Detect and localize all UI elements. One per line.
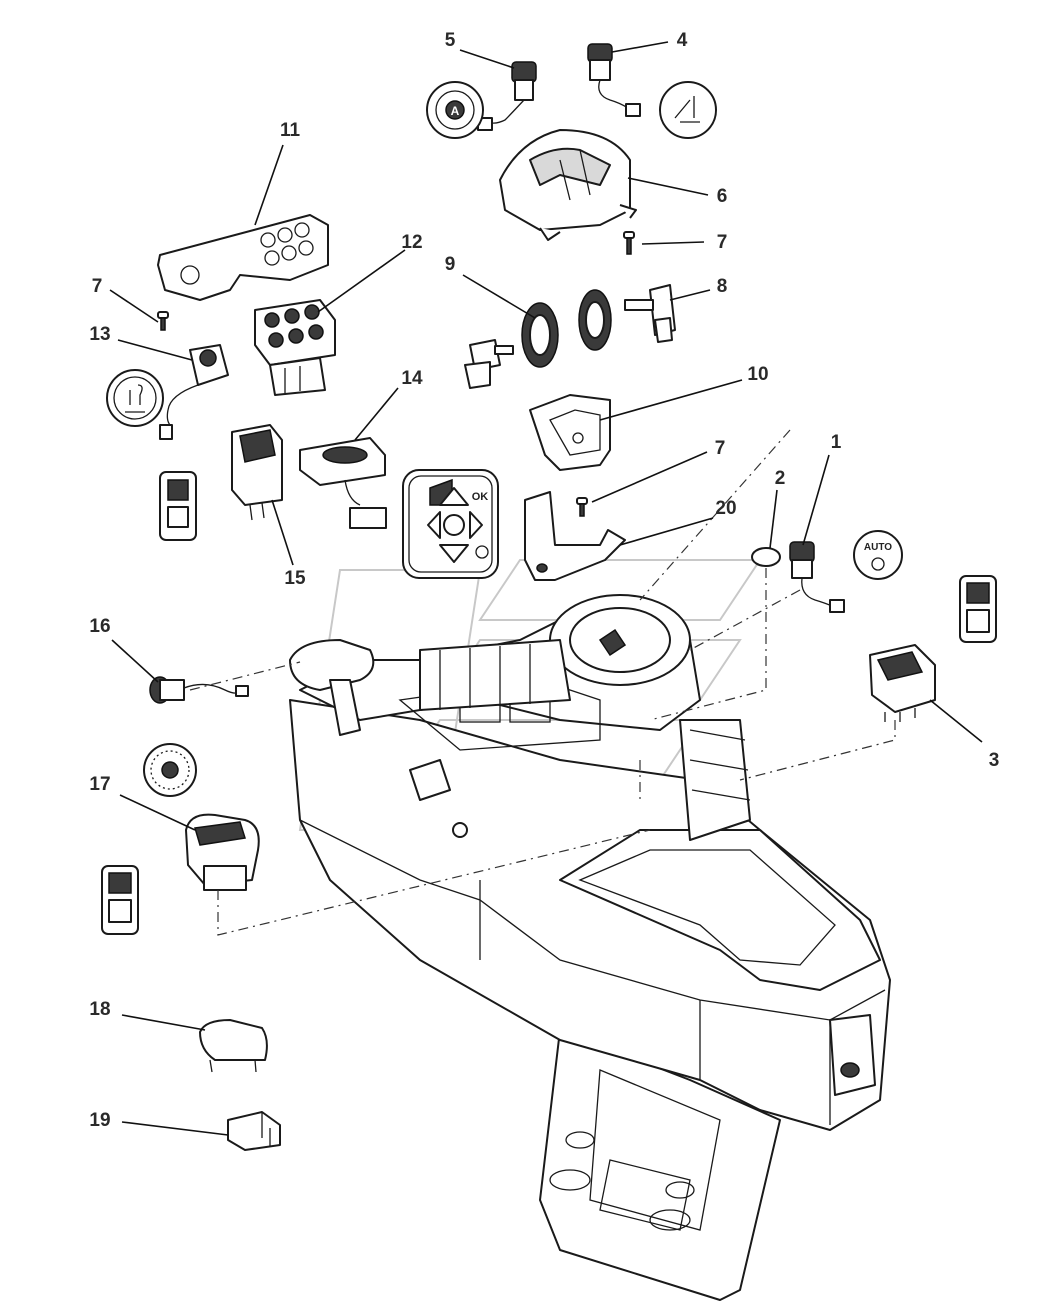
icon-wiper-disc [659,81,717,139]
callout-2: 2 [775,468,786,489]
callout-7-b: 7 [92,276,103,297]
callout-1: 1 [831,432,842,453]
part-4-knob [587,43,717,139]
part-10-housing [529,394,611,471]
part-8-potentiometer [624,284,676,343]
callout-8: 8 [717,276,728,297]
callout-20: 20 [715,498,736,519]
part-9-knobs [464,289,612,389]
part-5-knob: A [426,61,537,139]
callout-14: 14 [401,368,423,389]
part-18-switch-cap [199,1019,268,1073]
callout-13: 13 [89,324,110,345]
keypad-ok-label: OK [472,491,489,503]
icon-auto-label: AUTO [864,542,892,553]
part-16-rotary-switch [143,676,249,797]
callout-9: 9 [445,254,456,275]
part-6-gear-housing [499,129,637,241]
part-12-button-block [254,299,336,396]
armrest-console [289,594,891,1301]
part-3-rocker-switch [869,575,997,722]
callout-5: 5 [445,30,456,51]
callout-6: 6 [717,186,728,207]
part-20-bracket [524,491,626,581]
screw-7-c [576,497,588,517]
callout-4: 4 [677,30,688,51]
callout-18: 18 [89,999,110,1020]
screw-7-a [623,231,635,255]
part-2-plug [751,547,781,567]
callout-15: 15 [284,568,306,589]
callout-numbers: 1 2 3 4 5 6 7 8 9 10 11 12 13 14 15 16 1… [89,30,999,1131]
callout-10: 10 [747,364,768,385]
callout-7-c: 7 [715,438,726,459]
part-11-cover-plate [157,214,329,301]
part-1-knob: AUTO [789,530,903,613]
callout-19: 19 [89,1110,110,1131]
callout-11: 11 [280,120,301,141]
icon-a-label: A [451,104,460,118]
callout-12: 12 [401,232,422,253]
part-13-knob [106,344,229,440]
phantom-lines [189,429,896,936]
part-19-connector [227,1111,281,1151]
leader-lines [109,41,983,1136]
part-14-keypad-module: OK [299,437,499,579]
screw-7-b [157,311,169,331]
part-17-rocker-switch [101,813,260,935]
icon-lift-disc [106,369,164,427]
callout-16: 16 [89,616,110,637]
callout-3: 3 [989,750,1000,771]
callout-17: 17 [89,774,110,795]
callout-7-a: 7 [717,232,728,253]
icon-auto-disc [853,530,903,580]
part-15-rocker-switch [159,424,283,541]
